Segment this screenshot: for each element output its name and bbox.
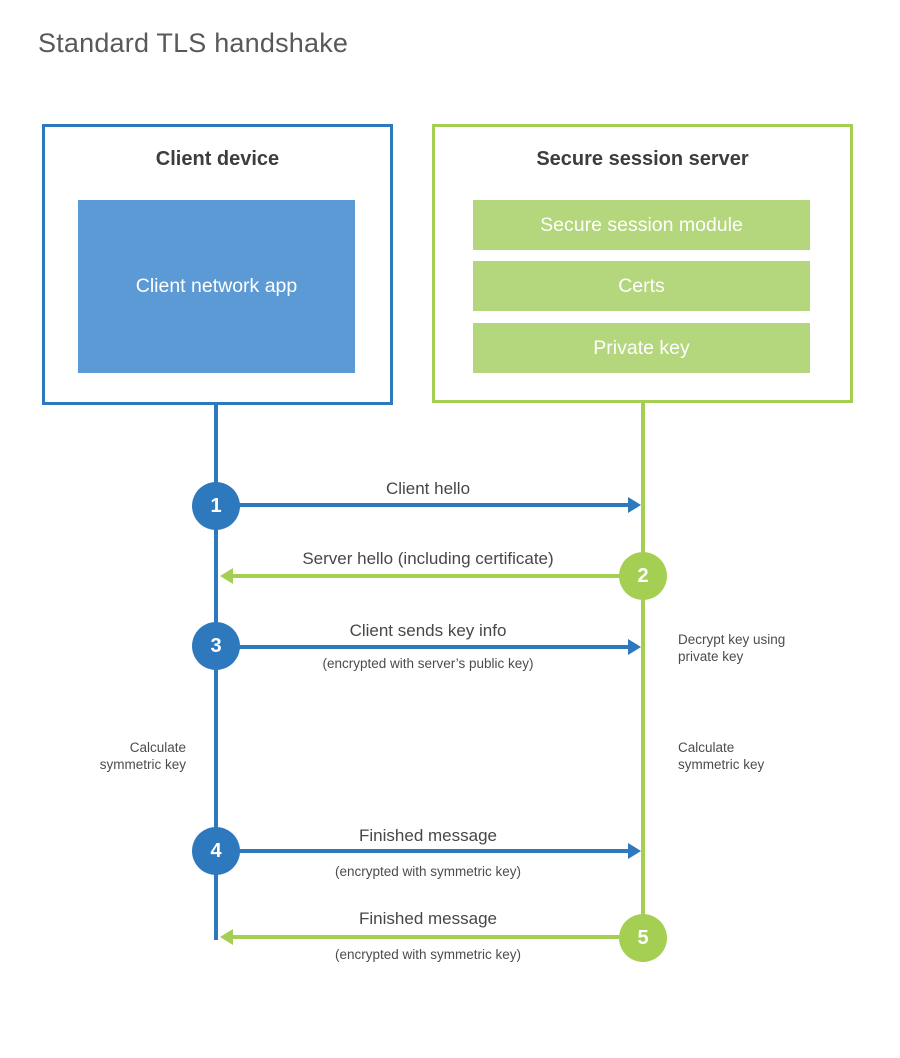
server-lifeline [641, 402, 645, 962]
note-calc-client-line2: symmetric key [99, 757, 186, 772]
step-badge-4: 4 [192, 827, 240, 875]
client-lifeline [214, 404, 218, 940]
note-decrypt-line1: Decrypt key using [678, 632, 786, 647]
step-badge-2: 2 [619, 552, 667, 600]
secure-session-server-title: Secure session server [536, 148, 749, 170]
certs-label: Certs [618, 274, 665, 297]
note-calc-server-line2: symmetric key [678, 757, 765, 772]
client-device-box: Client device Client network app [42, 124, 393, 405]
private-key-bar: Private key [473, 323, 810, 373]
message-4-line [218, 849, 628, 853]
message-4-arrowhead-icon [628, 843, 641, 859]
client-network-app-module: Client network app [78, 200, 355, 373]
secure-session-server-box: Secure session server Secure session mod… [432, 124, 853, 403]
note-calculate-symmetric-key-client: Calculate symmetric key [46, 739, 186, 773]
message-3-arrowhead-icon [628, 639, 641, 655]
note-calculate-symmetric-key-server: Calculate symmetric key [678, 739, 764, 773]
note-decrypt-key: Decrypt key using private key [678, 631, 785, 665]
message-5-arrowhead-icon [220, 929, 233, 945]
step-2-number: 2 [637, 564, 649, 587]
message-1-arrowhead-icon [628, 497, 641, 513]
message-2-label: Server hello (including certificate) [302, 549, 554, 568]
secure-session-module-bar: Secure session module [473, 200, 810, 250]
message-3-sublabel: (encrypted with server’s public key) [322, 656, 534, 671]
message-3-label: Client sends key info [349, 621, 507, 640]
step-4-number: 4 [210, 839, 222, 862]
secure-session-module-label: Secure session module [540, 213, 743, 236]
message-3-line [218, 645, 628, 649]
page-title: Standard TLS handshake [38, 28, 349, 58]
private-key-label: Private key [593, 336, 690, 359]
message-1-line [218, 503, 628, 507]
message-2-arrowhead-icon [220, 568, 233, 584]
note-calc-client-line1: Calculate [129, 740, 186, 755]
step-3-number: 3 [210, 634, 222, 657]
step-badge-5: 5 [619, 914, 667, 962]
message-5-label: Finished message [359, 909, 497, 928]
note-decrypt-line2: private key [678, 649, 744, 664]
note-calc-server-line1: Calculate [678, 740, 735, 755]
step-badge-1: 1 [192, 482, 240, 530]
message-5-sublabel: (encrypted with symmetric key) [334, 947, 522, 962]
message-5-line [232, 935, 643, 939]
step-badge-3: 3 [192, 622, 240, 670]
message-2-line [232, 574, 643, 578]
message-4-sublabel: (encrypted with symmetric key) [334, 864, 522, 879]
message-4-label: Finished message [359, 826, 497, 845]
client-device-title: Client device [155, 148, 280, 170]
message-1-label: Client hello [385, 479, 471, 498]
certs-bar: Certs [473, 261, 810, 311]
step-5-number: 5 [637, 926, 649, 949]
step-1-number: 1 [210, 494, 222, 517]
client-network-app-label: Client network app [135, 275, 298, 297]
